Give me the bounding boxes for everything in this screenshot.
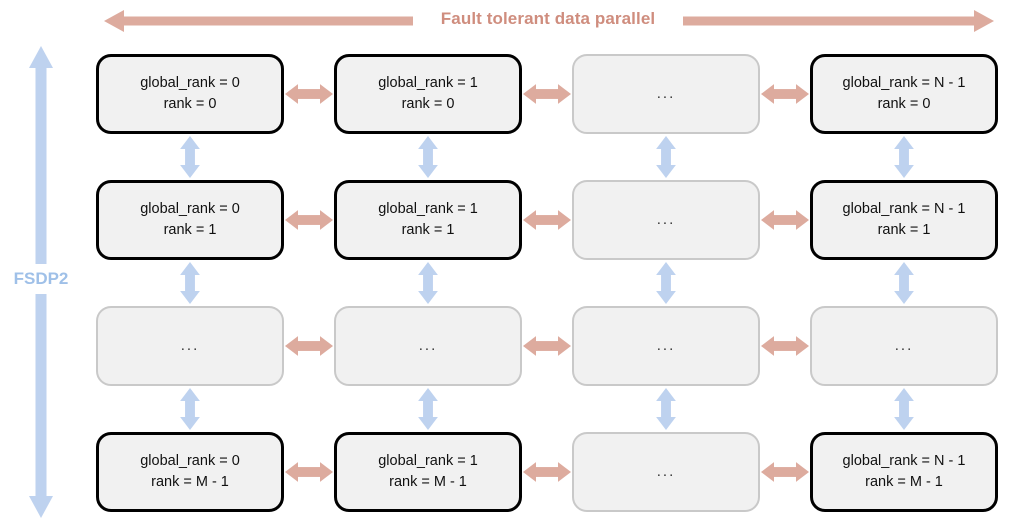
vertical-link-r2-c1 xyxy=(415,388,441,430)
ellipsis-text: ... xyxy=(180,337,200,355)
ellipsis-node-r1-c2: ... xyxy=(572,180,760,260)
global-rank-text: global_rank = 1 xyxy=(378,74,478,91)
ellipsis-text: ... xyxy=(656,337,676,355)
global-rank-text: global_rank = N - 1 xyxy=(842,200,966,217)
rank-text: rank = 0 xyxy=(877,96,931,112)
vertical-link-r2-c2 xyxy=(653,388,679,430)
rank-node-r3-c0: global_rank = 0 rank = M - 1 xyxy=(96,432,284,512)
vertical-link-r1-c0 xyxy=(177,262,203,304)
vertical-link-r1-c1 xyxy=(415,262,441,304)
ellipsis-node-r3-c2: ... xyxy=(572,432,760,512)
ellipsis-text: ... xyxy=(656,85,676,103)
rank-node-r3-c1: global_rank = 1 rank = M - 1 xyxy=(334,432,522,512)
rank-node-r0-c0: global_rank = 0 rank = 0 xyxy=(96,54,284,134)
rank-text: rank = M - 1 xyxy=(151,474,229,490)
rank-text: rank = M - 1 xyxy=(389,474,467,490)
ellipsis-text: ... xyxy=(894,337,914,355)
vertical-link-r0-c0 xyxy=(177,136,203,178)
vertical-link-r1-c2 xyxy=(653,262,679,304)
horizontal-link-r2-c0 xyxy=(285,333,333,359)
vertical-link-r1-c3 xyxy=(891,262,917,304)
ellipsis-text: ... xyxy=(418,337,438,355)
global-rank-text: global_rank = N - 1 xyxy=(842,452,966,469)
horizontal-link-r3-c2 xyxy=(761,459,809,485)
rank-text: rank = M - 1 xyxy=(865,474,943,490)
rank-node-r1-c3: global_rank = N - 1 rank = 1 xyxy=(810,180,998,260)
ellipsis-node-r0-c2: ... xyxy=(572,54,760,134)
global-rank-text: global_rank = 1 xyxy=(378,200,478,217)
rank-text: rank = 1 xyxy=(877,222,931,238)
ellipsis-text: ... xyxy=(656,211,676,229)
fsdp2-label: FSDP2 xyxy=(2,264,80,294)
vertical-link-r2-c0 xyxy=(177,388,203,430)
horizontal-link-r3-c1 xyxy=(523,459,571,485)
node-grid: global_rank = 0 rank = 0 global_rank = 1 ra… xyxy=(96,54,1002,515)
rank-node-r1-c1: global_rank = 1 rank = 1 xyxy=(334,180,522,260)
rank-node-r1-c0: global_rank = 0 rank = 1 xyxy=(96,180,284,260)
horizontal-link-r2-c2 xyxy=(761,333,809,359)
rank-node-r0-c3: global_rank = N - 1 rank = 0 xyxy=(810,54,998,134)
horizontal-link-r2-c1 xyxy=(523,333,571,359)
horizontal-link-r0-c1 xyxy=(523,81,571,107)
rank-text: rank = 0 xyxy=(163,96,217,112)
global-rank-text: global_rank = 0 xyxy=(140,200,240,217)
ellipsis-node-r2-c2: ... xyxy=(572,306,760,386)
global-rank-text: global_rank = 1 xyxy=(378,452,478,469)
ellipsis-node-r2-c3: ... xyxy=(810,306,998,386)
rank-node-r0-c1: global_rank = 1 rank = 0 xyxy=(334,54,522,134)
ellipsis-text: ... xyxy=(656,463,676,481)
horizontal-link-r1-c1 xyxy=(523,207,571,233)
global-rank-text: global_rank = 0 xyxy=(140,74,240,91)
page-title: Fault tolerant data parallel xyxy=(413,6,683,32)
rank-text: rank = 1 xyxy=(163,222,217,238)
ellipsis-node-r2-c1: ... xyxy=(334,306,522,386)
ellipsis-node-r2-c0: ... xyxy=(96,306,284,386)
horizontal-link-r1-c2 xyxy=(761,207,809,233)
horizontal-link-r0-c0 xyxy=(285,81,333,107)
horizontal-link-r0-c2 xyxy=(761,81,809,107)
vertical-link-r0-c2 xyxy=(653,136,679,178)
rank-text: rank = 1 xyxy=(401,222,455,238)
rank-text: rank = 0 xyxy=(401,96,455,112)
horizontal-link-r3-c0 xyxy=(285,459,333,485)
horizontal-link-r1-c0 xyxy=(285,207,333,233)
global-rank-text: global_rank = N - 1 xyxy=(842,74,966,91)
vertical-link-r2-c3 xyxy=(891,388,917,430)
vertical-link-r0-c3 xyxy=(891,136,917,178)
rank-node-r3-c3: global_rank = N - 1 rank = M - 1 xyxy=(810,432,998,512)
global-rank-text: global_rank = 0 xyxy=(140,452,240,469)
vertical-link-r0-c1 xyxy=(415,136,441,178)
